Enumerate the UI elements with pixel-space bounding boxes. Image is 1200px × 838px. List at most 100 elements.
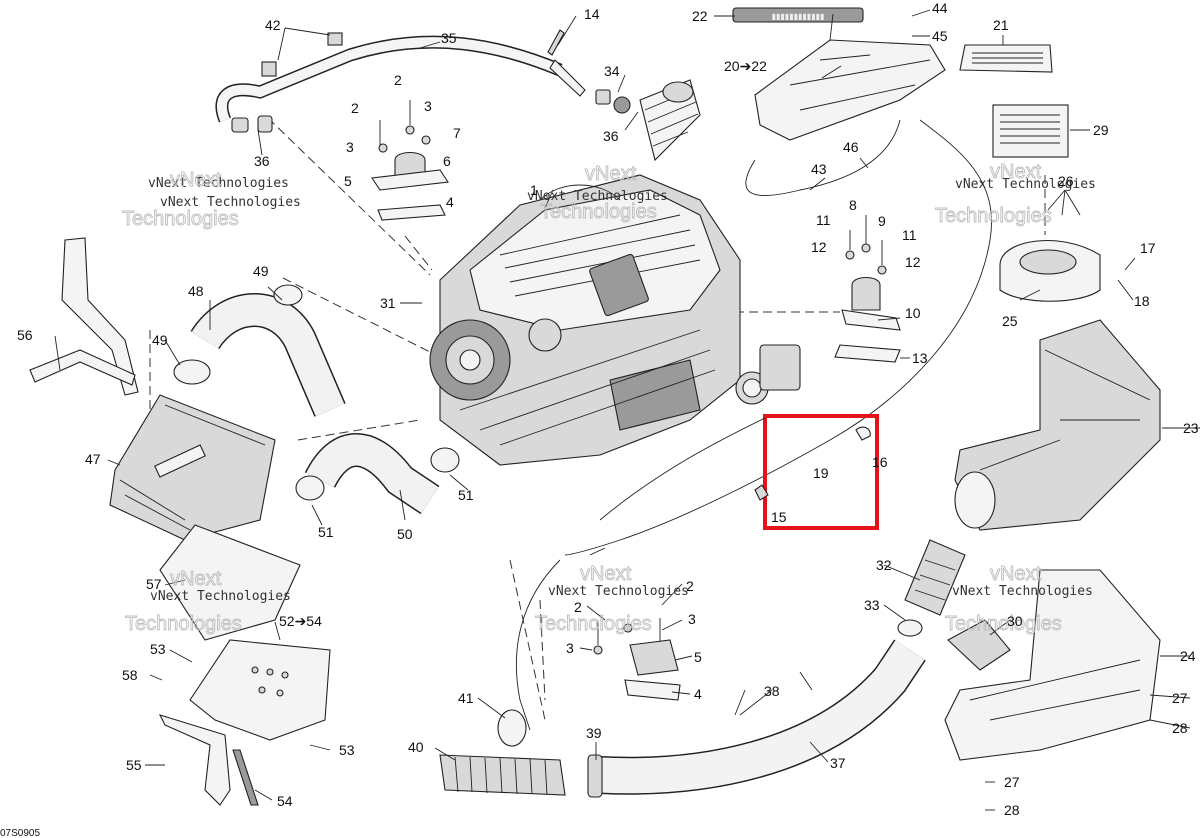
callout-54[interactable]: 54 — [277, 793, 293, 809]
callout-3[interactable]: 3 — [346, 139, 354, 155]
callout-35[interactable]: 35 — [441, 30, 457, 46]
callout-29[interactable]: 29 — [1093, 122, 1109, 138]
callout-38[interactable]: 38 — [764, 683, 780, 699]
callout-2[interactable]: 2 — [394, 72, 402, 88]
callout-28[interactable]: 28 — [1004, 802, 1020, 818]
callout-45[interactable]: 45 — [932, 28, 948, 44]
watermark-text: vNext Technologies — [955, 177, 1096, 192]
callout-36[interactable]: 36 — [603, 128, 619, 144]
callout-47[interactable]: 47 — [85, 451, 101, 467]
callout-32[interactable]: 32 — [876, 557, 892, 573]
watermark-outline: Technologies — [122, 208, 239, 230]
callout-1[interactable]: 1 — [530, 182, 538, 198]
callout-20-22[interactable]: 20➔22 — [724, 58, 767, 74]
cable-43 — [515, 119, 992, 731]
callout-58[interactable]: 58 — [122, 667, 138, 683]
callout-30[interactable]: 30 — [1007, 613, 1023, 629]
watermark-outline: vNext — [170, 169, 222, 191]
callout-10[interactable]: 10 — [905, 305, 921, 321]
callout-34[interactable]: 34 — [604, 63, 620, 79]
callout-44[interactable]: 44 — [932, 0, 948, 16]
skid-plate-52-54 — [189, 639, 331, 741]
callout-48[interactable]: 48 — [188, 283, 204, 299]
part-14 — [547, 29, 565, 56]
callout-11[interactable]: 11 — [902, 227, 917, 243]
callout-49[interactable]: 49 — [152, 332, 168, 348]
callout-42[interactable]: 42 — [265, 17, 281, 33]
callout-13[interactable]: 13 — [912, 350, 928, 366]
callout-51[interactable]: 51 — [318, 524, 334, 540]
callout-46[interactable]: 46 — [843, 139, 859, 155]
fitting-34 — [595, 89, 631, 114]
callout-15[interactable]: 15 — [771, 509, 787, 525]
callout-41[interactable]: 41 — [458, 690, 474, 706]
watermark-outline: vNext — [585, 163, 637, 185]
callout-3[interactable]: 3 — [424, 98, 432, 114]
callout-51[interactable]: 51 — [458, 487, 474, 503]
callout-40[interactable]: 40 — [408, 739, 424, 755]
engine-mount-bottom — [593, 618, 681, 701]
airbox-23 — [954, 319, 1161, 531]
hose-50 — [304, 433, 440, 515]
callout-22[interactable]: 22 — [692, 8, 708, 24]
highlight-part-19[interactable] — [589, 414, 879, 556]
callout-53[interactable]: 53 — [339, 742, 355, 758]
callout-2[interactable]: 2 — [574, 599, 582, 615]
callout-24[interactable]: 24 — [1180, 648, 1196, 664]
callout-56[interactable]: 56 — [17, 327, 33, 343]
callout-53[interactable]: 53 — [150, 641, 166, 657]
throttle-body — [735, 344, 801, 405]
callout-5[interactable]: 5 — [694, 649, 702, 665]
callout-26[interactable]: 26 — [1058, 173, 1074, 189]
callout-33[interactable]: 33 — [864, 597, 880, 613]
callout-43[interactable]: 43 — [811, 161, 827, 177]
callout-49[interactable]: 49 — [253, 263, 269, 279]
callout-23[interactable]: 23 — [1183, 420, 1199, 436]
callout-3[interactable]: 3 — [566, 640, 574, 656]
callout-31[interactable]: 31 — [380, 295, 396, 311]
callout-52-54[interactable]: 52➔54 — [279, 613, 322, 629]
callout-4[interactable]: 4 — [446, 194, 454, 210]
duct-32-33 — [897, 539, 966, 637]
watermark-text: vNext Technologies — [548, 584, 689, 599]
callout-50[interactable]: 50 — [397, 526, 413, 542]
callout-19[interactable]: 19 — [813, 465, 829, 481]
callout-57[interactable]: 57 — [146, 576, 162, 592]
hose-48 — [190, 293, 346, 417]
watermark-outline: vNext — [990, 563, 1042, 585]
engine-mount-right — [834, 215, 901, 363]
callout-8[interactable]: 8 — [849, 197, 857, 213]
callout-4[interactable]: 4 — [694, 686, 702, 702]
callout-39[interactable]: 39 — [586, 725, 602, 741]
callout-2[interactable]: 2 — [351, 100, 359, 116]
callout-27[interactable]: 27 — [1004, 774, 1020, 790]
callout-12[interactable]: 12 — [811, 239, 827, 255]
callout-5[interactable]: 5 — [344, 173, 352, 189]
clamp-49 — [173, 284, 303, 385]
callout-9[interactable]: 9 — [878, 213, 886, 229]
callout-28[interactable]: 28 — [1172, 720, 1188, 736]
engine-mount-left — [371, 100, 449, 221]
callout-11[interactable]: 11 — [816, 212, 831, 228]
callout-14[interactable]: 14 — [584, 6, 600, 22]
callout-12[interactable]: 12 — [905, 254, 921, 270]
watermark-text: vNext Technologies — [952, 584, 1093, 599]
callout-27[interactable]: 27 — [1172, 690, 1188, 706]
callout-21[interactable]: 21 — [993, 17, 1009, 33]
callout-17[interactable]: 17 — [1140, 240, 1156, 256]
watermark-text: vNext Technologies — [150, 589, 291, 604]
clamp-51 — [295, 447, 460, 501]
decal-29 — [992, 104, 1069, 158]
callout-18[interactable]: 18 — [1134, 293, 1150, 309]
watermark-text: vNext Technologies — [160, 195, 301, 210]
callout-6[interactable]: 6 — [443, 153, 451, 169]
callout-16[interactable]: 16 — [872, 454, 888, 470]
callout-55[interactable]: 55 — [126, 757, 142, 773]
clamp-41 — [497, 709, 527, 747]
callout-25[interactable]: 25 — [1002, 313, 1018, 329]
callout-36[interactable]: 36 — [254, 153, 270, 169]
callout-2[interactable]: 2 — [686, 578, 694, 594]
callout-7[interactable]: 7 — [453, 125, 461, 141]
callout-3[interactable]: 3 — [688, 611, 696, 627]
callout-37[interactable]: 37 — [830, 755, 846, 771]
